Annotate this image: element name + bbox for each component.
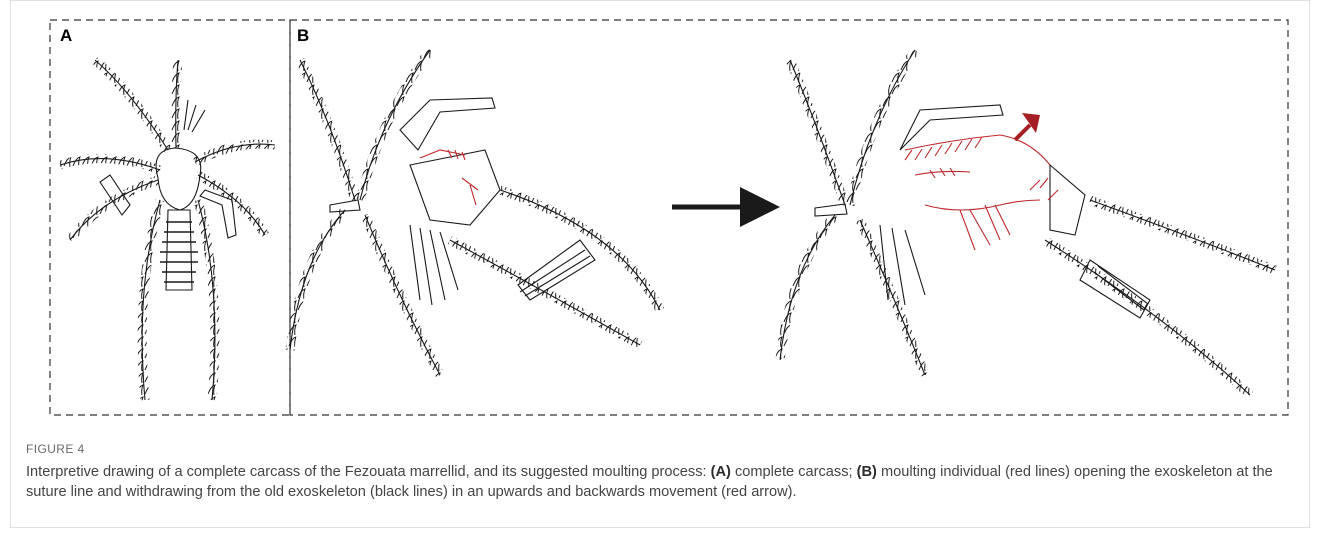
carcass-drawing-a xyxy=(60,60,275,400)
spine-rear-a xyxy=(142,200,215,400)
spine-upper-mid-a xyxy=(176,60,178,148)
caption-intro: Interpretive drawing of a complete carca… xyxy=(26,464,711,480)
movement-arrow-red xyxy=(1015,113,1040,140)
spine-upper-left-a xyxy=(95,60,168,150)
trunk-legs-a xyxy=(160,222,198,282)
figure-caption: FIGURE 4 Interpretive drawing of a compl… xyxy=(26,442,1296,502)
figure-label: FIGURE 4 xyxy=(26,442,1296,456)
spines-b2 xyxy=(780,50,1275,395)
figure-illustration: A B xyxy=(0,0,1320,440)
caption-a-text: complete carcass; xyxy=(731,464,857,480)
legs-b2 xyxy=(880,225,1150,318)
spine-left-a xyxy=(60,159,160,240)
panel-b-letter: B xyxy=(297,26,309,45)
caption-b-tag: (B) xyxy=(857,464,877,480)
moulting-lines-red-b2 xyxy=(905,135,1058,250)
moulting-drawing-b2 xyxy=(780,50,1275,395)
caption-a-tag: (A) xyxy=(711,464,731,480)
panel-a-letter: A xyxy=(60,26,72,45)
figure-caption-text: Interpretive drawing of a complete carca… xyxy=(26,462,1296,502)
moulting-lines-red-b1 xyxy=(420,150,478,205)
moulting-drawing-b1 xyxy=(290,50,660,375)
